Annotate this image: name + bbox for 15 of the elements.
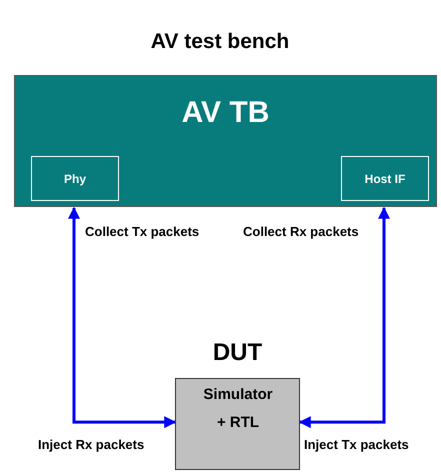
dut-heading: DUT	[212, 339, 264, 367]
interface-box	[31, 156, 119, 201]
testbench-block	[14, 75, 437, 207]
block-title: AV TB	[180, 96, 270, 130]
packet-label: Inject Rx packets	[38, 437, 144, 452]
interface-label: Host IF	[364, 172, 406, 186]
interface-label: Phy	[64, 172, 86, 186]
packet-label: Inject Tx packets	[304, 437, 409, 452]
interface-box	[341, 156, 429, 201]
packet-label: Collect Rx packets	[243, 224, 359, 239]
packet-label: Collect Tx packets	[85, 224, 200, 239]
double-arrow	[298, 206, 390, 428]
diagram-title: AV test bench	[150, 30, 290, 54]
dut-text: Simulator + RTL	[202, 385, 274, 433]
double-arrow	[68, 206, 176, 428]
